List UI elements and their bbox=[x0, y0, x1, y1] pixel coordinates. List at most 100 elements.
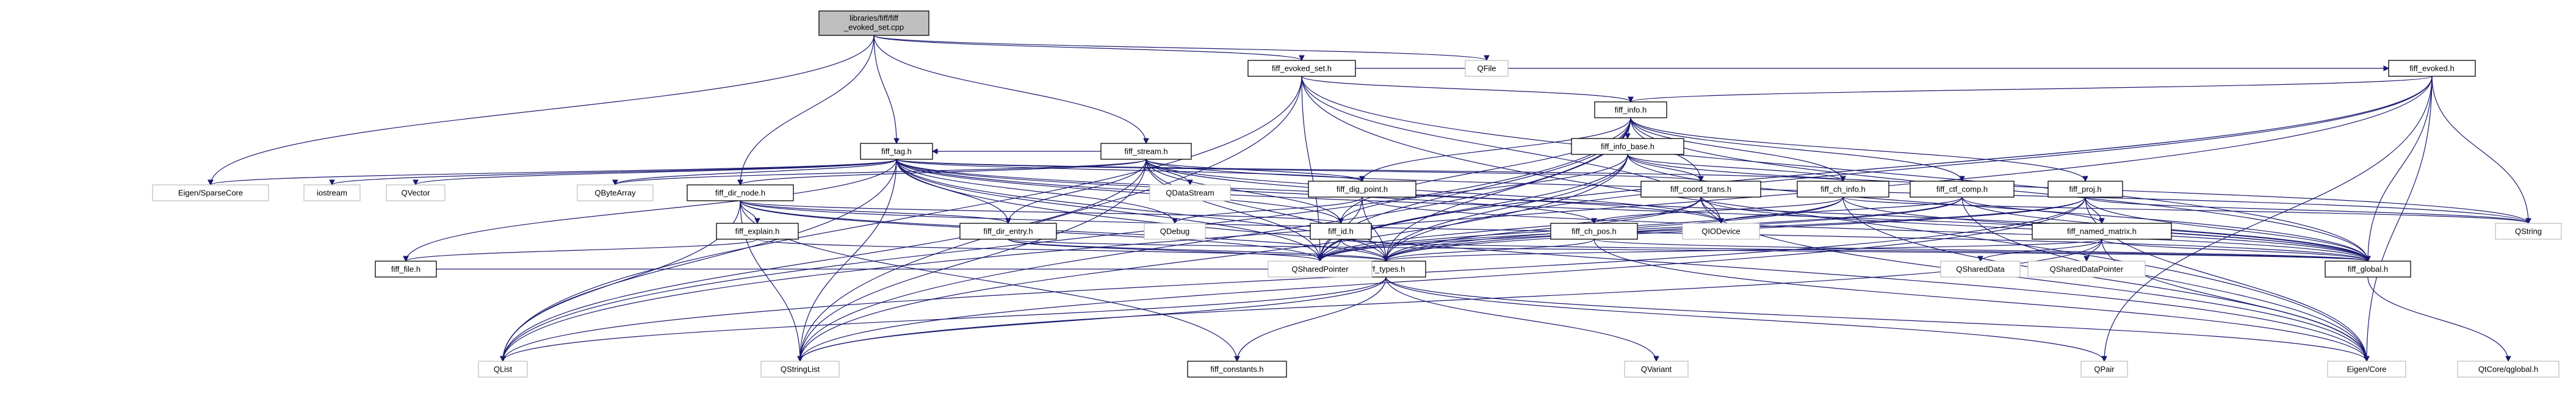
node-label: fiff_dir_node.h bbox=[715, 189, 765, 198]
edge-named-matrix-h-to-qshareddata bbox=[1977, 239, 2102, 262]
edge-proj-h-to-qstring bbox=[2085, 196, 2531, 225]
node-label: Eigen/Core bbox=[2347, 365, 2386, 374]
edge-named-matrix-h-to-qstringlist bbox=[797, 239, 2102, 362]
node-iostream: iostream bbox=[303, 184, 361, 201]
node-label: fiff_named_matrix.h bbox=[2067, 227, 2137, 236]
node-qvariant: QVariant bbox=[1624, 361, 1689, 378]
edge-stream-h-to-qbytearray bbox=[612, 159, 1147, 186]
edge-stream-h-to-tag-h bbox=[931, 148, 1101, 154]
node-evoked-h[interactable]: fiff_evoked.h bbox=[2388, 60, 2476, 77]
node-qfile: QFile bbox=[1465, 60, 1509, 77]
edge-ch-info-h-to-qstring bbox=[1842, 196, 2531, 225]
node-explain-h[interactable]: fiff_explain.h bbox=[716, 223, 799, 240]
edge-ch-info-h-to-eigen-core bbox=[1842, 196, 2370, 362]
node-ch-info-h[interactable]: fiff_ch_info.h bbox=[1797, 181, 1889, 198]
edge-global-h-to-qtcoreglobal bbox=[2367, 276, 2511, 362]
node-label: QVariant bbox=[1641, 365, 1672, 374]
edge-explain-h-to-types-h bbox=[757, 239, 1389, 262]
node-label: fiff_info.h bbox=[1615, 106, 1647, 115]
edge-root-to-eigen-sparse bbox=[207, 35, 875, 186]
edge-stream-h-to-dig-point-h bbox=[1145, 159, 1365, 182]
graph-edges bbox=[207, 35, 2531, 362]
node-file-h[interactable]: fiff_file.h bbox=[375, 261, 437, 278]
node-qvector: QVector bbox=[386, 184, 446, 201]
node-label: fiff_proj.h bbox=[2069, 185, 2101, 194]
node-qtcoreglobal: QtCore/qglobal.h bbox=[2457, 361, 2560, 378]
edge-types-h-to-constants-h bbox=[1234, 276, 1387, 362]
edge-root-to-qfile bbox=[873, 35, 1490, 62]
edge-types-h-to-qlist bbox=[500, 276, 1387, 362]
node-label: QByteArray bbox=[594, 189, 636, 198]
edge-stream-h-to-dir-node-h bbox=[737, 159, 1147, 186]
edge-tag-h-to-file-h bbox=[403, 159, 897, 262]
edge-dir-node-h-to-dir-entry-h bbox=[740, 200, 1011, 225]
edge-evoked-h-to-qstring bbox=[2431, 76, 2531, 225]
node-proj-h[interactable]: fiff_proj.h bbox=[2047, 181, 2123, 198]
edge-evoked-h-to-qpair bbox=[2101, 76, 2433, 362]
edge-ctf-comp-h-to-qiodevice bbox=[1718, 196, 1963, 225]
node-label: QSharedPointer bbox=[1291, 265, 1349, 274]
node-qstringlist: QStringList bbox=[760, 361, 840, 378]
node-label: QStringList bbox=[781, 365, 820, 374]
edge-evoked-h-to-types-h bbox=[1383, 76, 2433, 262]
edge-evoked-h-to-global-h bbox=[2365, 76, 2433, 262]
node-label: QString bbox=[2515, 227, 2542, 236]
edge-proj-h-to-eigen-core bbox=[2085, 196, 2370, 362]
node-qiodevice: QIODevice bbox=[1682, 223, 1760, 240]
edge-info-base-h-to-coord-trans-h bbox=[1627, 154, 1704, 182]
node-qdebug: QDebug bbox=[1144, 223, 1206, 240]
node-label: QPair bbox=[2094, 365, 2115, 374]
node-label: Eigen/SparseCore bbox=[178, 189, 243, 198]
node-global-h[interactable]: fiff_global.h bbox=[2325, 261, 2411, 278]
edge-info-h-to-ctf-comp-h bbox=[1630, 117, 1965, 182]
edge-evoked-h-to-info-h bbox=[1628, 76, 2433, 103]
node-dir-node-h[interactable]: fiff_dir_node.h bbox=[687, 184, 794, 201]
node-label: fiff_evoked_set.h bbox=[1272, 64, 1332, 73]
node-label: QIODevice bbox=[1701, 227, 1741, 236]
node-label: fiff_ch_info.h bbox=[1820, 185, 1865, 194]
edge-root-to-tag-h bbox=[873, 35, 900, 145]
edge-tag-h-to-eigen-sparse bbox=[207, 159, 897, 186]
node-info-base-h[interactable]: fiff_info_base.h bbox=[1571, 138, 1684, 155]
node-label: fiff_dir_entry.h bbox=[983, 227, 1033, 236]
node-label: fiff_stream.h bbox=[1124, 147, 1167, 156]
node-label: fiff_tag.h bbox=[881, 147, 912, 156]
node-label: fiff_info_base.h bbox=[1601, 142, 1654, 151]
node-dig-point-h[interactable]: fiff_dig_point.h bbox=[1308, 181, 1416, 198]
node-qdatastream: QDataStream bbox=[1149, 184, 1231, 201]
node-label: QFile bbox=[1477, 64, 1496, 73]
node-label: QtCore/qglobal.h bbox=[2478, 365, 2538, 374]
node-stream-h[interactable]: fiff_stream.h bbox=[1100, 143, 1192, 160]
node-ctf-comp-h[interactable]: fiff_ctf_comp.h bbox=[1910, 181, 2015, 198]
node-evoked-set-h[interactable]: fiff_evoked_set.h bbox=[1247, 60, 1356, 77]
node-label: QSharedData bbox=[1956, 265, 2005, 274]
edge-evoked-set-h-to-info-h bbox=[1301, 76, 1634, 103]
node-constants-h[interactable]: fiff_constants.h bbox=[1187, 361, 1287, 378]
edge-tag-h-to-coord-trans-h bbox=[896, 159, 1704, 182]
node-label: fiff_id.h bbox=[1328, 227, 1354, 236]
node-label: fiff_constants.h bbox=[1210, 365, 1263, 374]
edge-id-h-to-qsharedpointer bbox=[1317, 239, 1341, 262]
node-label: iostream bbox=[317, 189, 347, 198]
node-id-h[interactable]: fiff_id.h bbox=[1310, 223, 1372, 240]
node-qstring: QString bbox=[2495, 223, 2562, 240]
node-tag-h[interactable]: fiff_tag.h bbox=[860, 143, 933, 160]
node-coord-trans-h[interactable]: fiff_coord_trans.h bbox=[1640, 181, 1761, 198]
node-label: fiff_file.h bbox=[391, 265, 420, 274]
edge-evoked-set-h-to-evoked-h bbox=[1355, 65, 2390, 71]
node-ch-pos-h[interactable]: fiff_ch_pos.h bbox=[1550, 223, 1638, 240]
edge-info-h-to-proj-h bbox=[1630, 117, 2088, 182]
node-info-h[interactable]: fiff_info.h bbox=[1594, 101, 1667, 118]
edge-named-matrix-h-to-global-h bbox=[2101, 239, 2371, 262]
edge-root-to-evoked-set-h bbox=[873, 35, 1305, 62]
edge-dir-node-h-to-qlist bbox=[500, 200, 741, 362]
node-label: QDataStream bbox=[1166, 189, 1214, 198]
node-named-matrix-h[interactable]: fiff_named_matrix.h bbox=[2032, 223, 2172, 240]
node-label: QSharedDataPointer bbox=[2050, 265, 2124, 274]
node-root: libraries/fiff/fiff_evoked_set.cpp bbox=[818, 10, 929, 36]
node-dir-entry-h[interactable]: fiff_dir_entry.h bbox=[959, 223, 1057, 240]
edge-evoked-set-h-to-qlist bbox=[500, 76, 1302, 362]
node-label: fiff_explain.h bbox=[735, 227, 780, 236]
edge-named-matrix-h-to-types-h bbox=[1383, 239, 2102, 262]
edge-types-h-to-qpair bbox=[1385, 276, 2107, 362]
